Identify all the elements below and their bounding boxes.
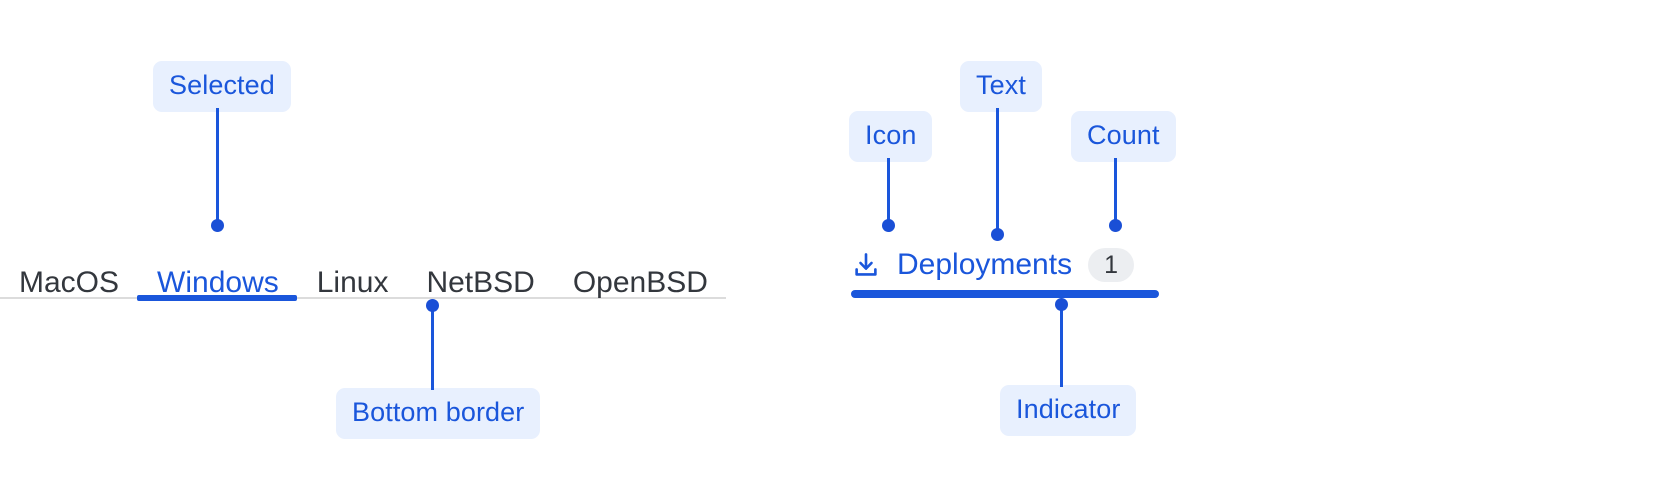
tab-openbsd[interactable]: OpenBSD	[554, 268, 727, 298]
tab-deployments-label: Deployments	[897, 248, 1073, 281]
annotation-bottom-border-leader-line	[431, 306, 434, 390]
tab-linux[interactable]: Linux	[298, 268, 408, 298]
tab-netbsd[interactable]: NetBSD	[407, 268, 553, 298]
annotation-indicator-leader-dot	[1055, 298, 1068, 311]
annotation-selected: Selected	[153, 61, 291, 112]
annotation-text-leader-line	[996, 108, 999, 231]
deployments-count-badge: 1	[1088, 248, 1135, 282]
annotation-selected-leader-line	[216, 108, 219, 223]
tab-openbsd-label: OpenBSD	[572, 266, 708, 299]
tab-windows[interactable]: Windows	[138, 268, 298, 298]
os-tab-bar: MacOS Windows Linux NetBSD OpenBSD	[0, 243, 726, 313]
download-icon	[851, 250, 881, 280]
deployments-tab-indicator	[851, 290, 1159, 298]
annotation-indicator-leader-line	[1060, 305, 1063, 387]
annotation-count: Count	[1071, 111, 1176, 162]
tab-linux-label: Linux	[316, 266, 389, 299]
tab-macos[interactable]: MacOS	[0, 268, 138, 298]
annotation-count-leader-dot	[1109, 219, 1122, 232]
os-tab-list: MacOS Windows Linux NetBSD OpenBSD	[0, 243, 726, 298]
selected-tab-underline	[137, 295, 297, 301]
annotation-icon-leader-dot	[882, 219, 895, 232]
annotation-icon-leader-line	[887, 158, 890, 223]
annotation-bottom-border-leader-dot	[426, 299, 439, 312]
annotation-text: Text	[960, 61, 1042, 112]
tab-macos-label: MacOS	[19, 266, 120, 299]
tabs-bottom-border	[0, 297, 726, 299]
tab-windows-label: Windows	[157, 266, 279, 299]
tab-deployments[interactable]: Deployments 1	[851, 248, 1135, 282]
annotation-selected-leader-dot	[211, 219, 224, 232]
annotation-indicator: Indicator	[1000, 385, 1137, 436]
annotation-count-leader-line	[1114, 158, 1117, 223]
tab-netbsd-label: NetBSD	[426, 266, 535, 299]
annotation-bottom-border: Bottom border	[336, 388, 541, 439]
annotation-text-leader-dot	[991, 228, 1004, 241]
annotation-icon: Icon	[849, 111, 933, 162]
